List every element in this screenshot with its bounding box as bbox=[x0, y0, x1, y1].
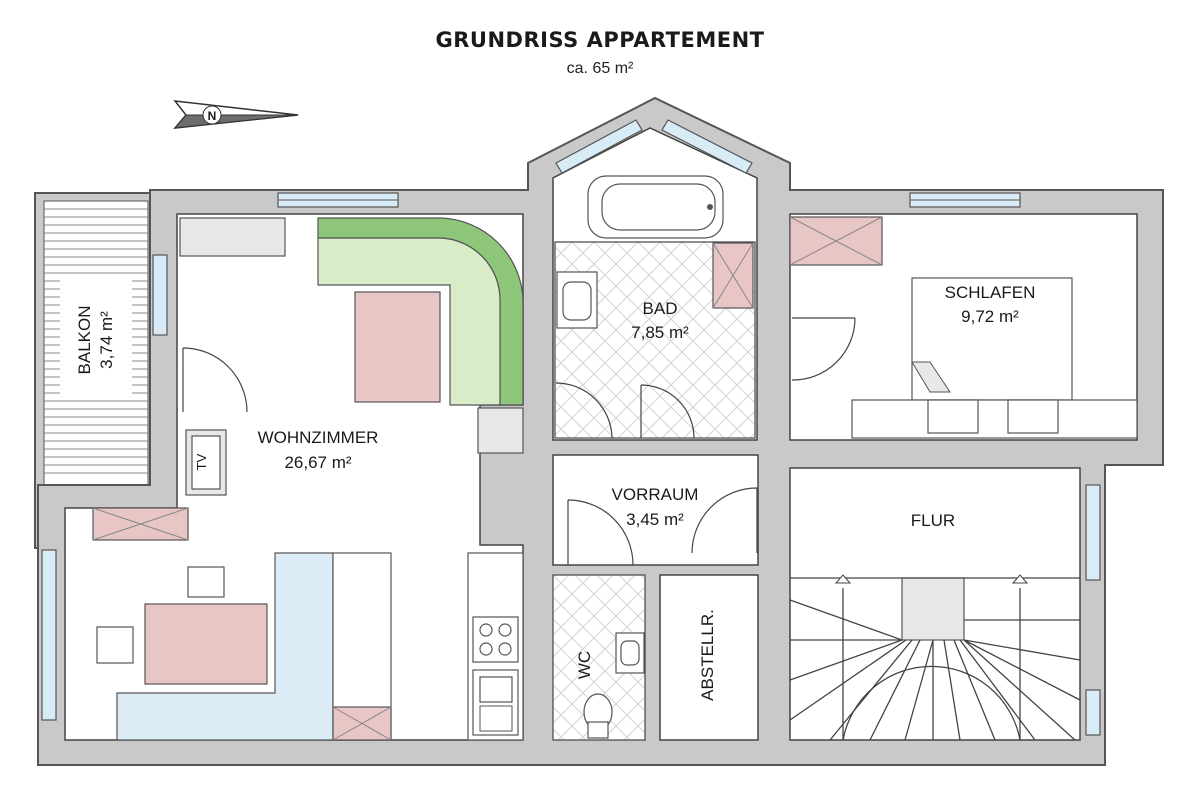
vorraum-label: VORRAUM bbox=[612, 485, 699, 504]
vorraum-features: VORRAUM 3,45 m² bbox=[567, 485, 758, 566]
north-arrow-icon: N bbox=[173, 100, 299, 129]
schlafen-furniture: SCHLAFEN 9,72 m² bbox=[789, 216, 1138, 439]
flur-stairs: FLUR bbox=[789, 511, 1081, 741]
windows bbox=[41, 119, 1101, 736]
bad-fixtures: BAD 7,85 m² bbox=[555, 175, 754, 439]
bad-area-label: 7,85 m² bbox=[631, 323, 689, 342]
balkon-area-label: 3,74 m² bbox=[97, 311, 116, 369]
vorraum-area-label: 3,45 m² bbox=[626, 510, 684, 529]
tv-label: TV bbox=[194, 453, 209, 470]
wohnzimmer-label: WOHNZIMMER bbox=[258, 428, 379, 447]
bad-label: BAD bbox=[643, 299, 678, 318]
wohnzimmer-area-label: 26,67 m² bbox=[284, 453, 351, 472]
plan-title: GRUNDRISS APPARTEMENT bbox=[435, 28, 765, 52]
balkon-label: BALKON bbox=[75, 306, 94, 375]
abstellraum-features: ABSTELLR. bbox=[698, 609, 717, 701]
wohnzimmer-furniture: TV bbox=[92, 217, 524, 741]
wc-features: WC bbox=[575, 632, 645, 739]
wohnzimmer-labels: WOHNZIMMER 26,67 m² bbox=[258, 428, 379, 472]
schlafen-label: SCHLAFEN bbox=[945, 283, 1036, 302]
plan-area: ca. 65 m² bbox=[566, 60, 634, 77]
schlafen-area-label: 9,72 m² bbox=[961, 307, 1019, 326]
wc-label: WC bbox=[575, 651, 594, 679]
abstellraum-label: ABSTELLR. bbox=[698, 609, 717, 701]
north-letter: N bbox=[208, 109, 217, 123]
flur-label: FLUR bbox=[911, 511, 955, 530]
